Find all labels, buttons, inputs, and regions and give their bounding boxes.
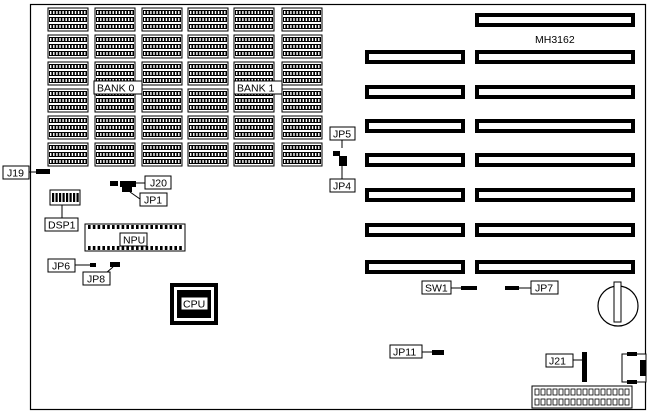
svg-text:JP8: JP8: [87, 274, 105, 286]
expansion-slot: [475, 13, 635, 27]
expansion-slot: [475, 153, 635, 167]
expansion-slot: [365, 153, 465, 167]
svg-text:SW1: SW1: [425, 283, 448, 295]
memory-socket: [141, 115, 183, 140]
memory-socket: [94, 142, 136, 167]
expansion-slots: [365, 13, 635, 274]
memory-socket: [233, 7, 275, 32]
npu-chip: NPU: [84, 223, 186, 252]
bank1-label: BANK 1: [233, 80, 283, 95]
jp11-jumper: JP11: [389, 344, 444, 359]
svg-text:DSP1: DSP1: [48, 220, 76, 232]
dsp1-display: DSP1: [44, 189, 81, 232]
memory-socket: [233, 34, 275, 59]
memory-socket: [94, 7, 136, 32]
expansion-slot: [365, 260, 465, 274]
jp6-jumper: JP6: [47, 258, 96, 273]
bank0-label: BANK 0: [93, 80, 143, 95]
svg-text:BANK 0: BANK 0: [97, 83, 135, 95]
jp5-jp4-group: JP5 JP4: [329, 126, 356, 193]
expansion-slot: [475, 119, 635, 133]
memory-socket: [141, 61, 183, 86]
memory-socket: [187, 88, 229, 113]
svg-text:J21: J21: [549, 356, 566, 368]
memory-socket: [281, 88, 323, 113]
expansion-slot: [365, 50, 465, 64]
svg-text:BANK 1: BANK 1: [237, 83, 275, 95]
svg-text:J20: J20: [150, 178, 167, 190]
expansion-slot: [475, 223, 635, 237]
svg-text:NPU: NPU: [123, 235, 145, 247]
svg-text:JP7: JP7: [535, 283, 553, 295]
jp7-jumper: JP7: [505, 280, 559, 295]
memory-socket: [47, 7, 89, 32]
expansion-slot: [475, 50, 635, 64]
board-model-label: MH3162: [535, 34, 575, 46]
expansion-slot: [365, 85, 465, 99]
memory-socket: [47, 34, 89, 59]
keyboard-connector: [621, 352, 647, 384]
memory-socket: [187, 142, 229, 167]
memory-socket: [94, 115, 136, 140]
memory-socket: [281, 7, 323, 32]
svg-text:JP6: JP6: [52, 261, 70, 273]
svg-text:JP4: JP4: [333, 181, 351, 193]
memory-socket: [187, 7, 229, 32]
expansion-slot: [475, 85, 635, 99]
memory-socket: [281, 142, 323, 167]
expansion-slot: [475, 260, 635, 274]
memory-socket: [187, 34, 229, 59]
sw1-switch: SW1: [421, 280, 477, 295]
memory-socket: [281, 115, 323, 140]
expansion-slot: [475, 188, 635, 202]
j19-connector: J19: [2, 165, 50, 180]
memory-socket: [47, 142, 89, 167]
svg-text:CPU: CPU: [183, 299, 205, 311]
memory-socket: [141, 7, 183, 32]
svg-text:J19: J19: [7, 168, 24, 180]
cpu-chip: CPU: [170, 283, 218, 325]
j20-jp1-group: J20 JP1: [110, 175, 172, 207]
expansion-slot: [365, 188, 465, 202]
memory-socket: [187, 61, 229, 86]
memory-socket: [187, 115, 229, 140]
battery: [597, 281, 639, 327]
memory-socket: [94, 34, 136, 59]
memory-socket: [141, 88, 183, 113]
board-outline: [29, 3, 647, 411]
j21-connector: J21: [545, 352, 587, 382]
memory-socket: [281, 61, 323, 86]
memory-socket: [233, 115, 275, 140]
svg-text:JP11: JP11: [393, 347, 416, 359]
memory-socket: [141, 34, 183, 59]
bottom-connector-block: [531, 385, 633, 409]
memory-socket: [47, 88, 89, 113]
expansion-slot: [365, 119, 465, 133]
memory-socket: [281, 34, 323, 59]
memory-socket: [47, 115, 89, 140]
svg-text:JP1: JP1: [144, 195, 162, 207]
memory-socket: [233, 142, 275, 167]
expansion-slot: [365, 223, 465, 237]
svg-text:JP5: JP5: [333, 129, 351, 141]
memory-socket: [47, 61, 89, 86]
jp8-jumper: JP8: [82, 262, 120, 286]
memory-socket: [141, 142, 183, 167]
